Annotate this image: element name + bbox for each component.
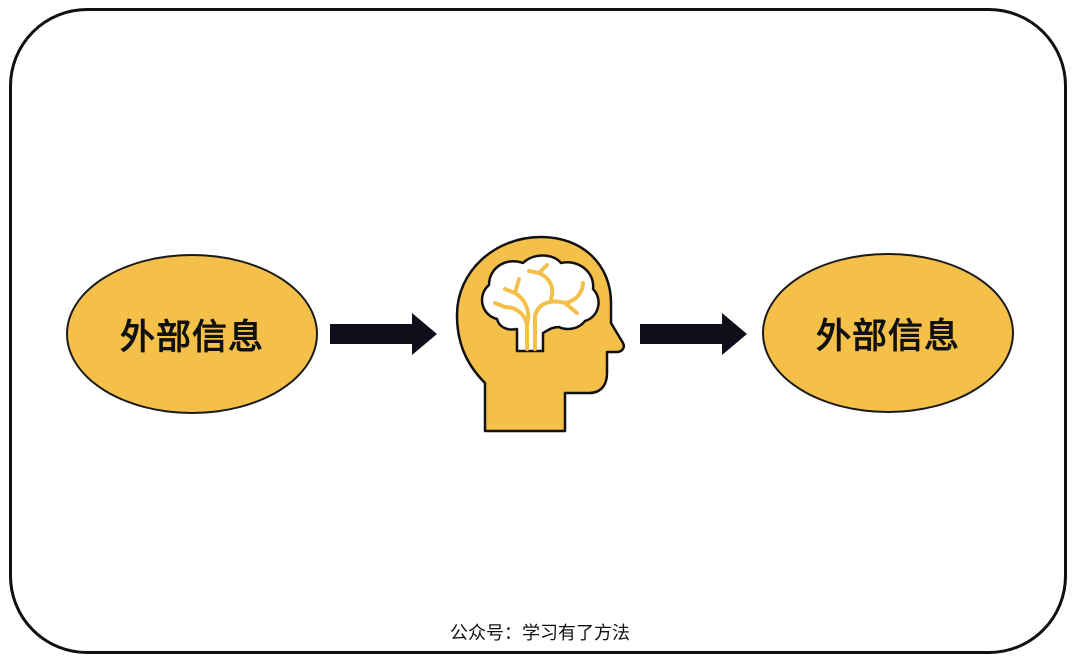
output-node: 外部信息: [762, 253, 1014, 413]
footer-caption: 公众号：学习有了方法: [450, 623, 630, 644]
input-node-label: 外部信息: [119, 317, 264, 358]
input-node: 外部信息: [66, 254, 318, 414]
head-brain-icon: [455, 235, 625, 433]
output-node-label: 外部信息: [815, 316, 960, 357]
right-arrow-icon: [330, 313, 437, 355]
right-arrow-icon: [640, 313, 747, 355]
